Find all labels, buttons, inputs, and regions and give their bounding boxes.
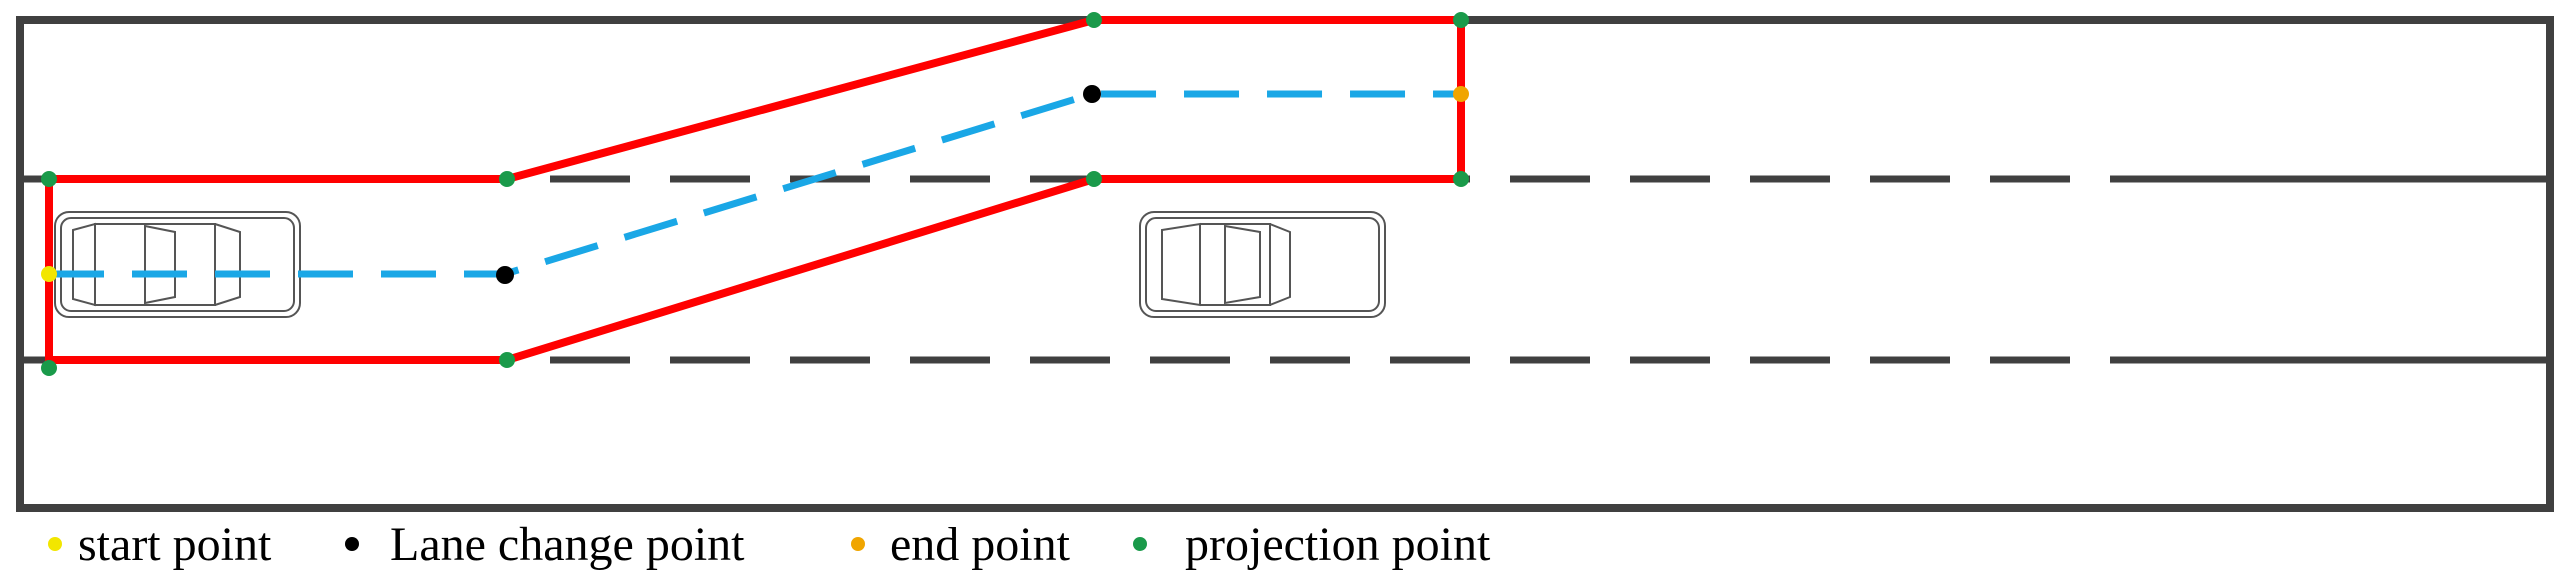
projection-point xyxy=(41,171,57,187)
other-car xyxy=(1139,211,1386,318)
planned-trajectory xyxy=(49,90,1461,278)
legend-label-start-point: start point xyxy=(78,518,272,571)
projection-point xyxy=(499,171,515,187)
legend: start point Lane change point end point … xyxy=(48,518,1491,571)
legend-marker-lane-change-point xyxy=(345,537,359,551)
projection-point xyxy=(1453,171,1469,187)
start-point xyxy=(41,266,57,282)
projection-point xyxy=(41,360,57,376)
legend-marker-start-point xyxy=(48,537,62,551)
projection-point xyxy=(499,352,515,368)
legend-label-lane-change-point: Lane change point xyxy=(390,518,745,571)
legend-marker-projection-point xyxy=(1133,537,1147,551)
lane-change-point xyxy=(496,266,514,284)
legend-label-projection-point: projection point xyxy=(1185,518,1491,571)
projection-point xyxy=(1086,171,1102,187)
projection-point xyxy=(1453,12,1469,28)
end-point xyxy=(1453,86,1469,102)
lane-change-boundary xyxy=(45,16,1465,364)
lane-change-point xyxy=(1083,85,1101,103)
projection-point xyxy=(1086,12,1102,28)
legend-label-end-point: end point xyxy=(890,518,1071,571)
ego-car xyxy=(54,211,301,318)
legend-marker-end-point xyxy=(851,537,865,551)
